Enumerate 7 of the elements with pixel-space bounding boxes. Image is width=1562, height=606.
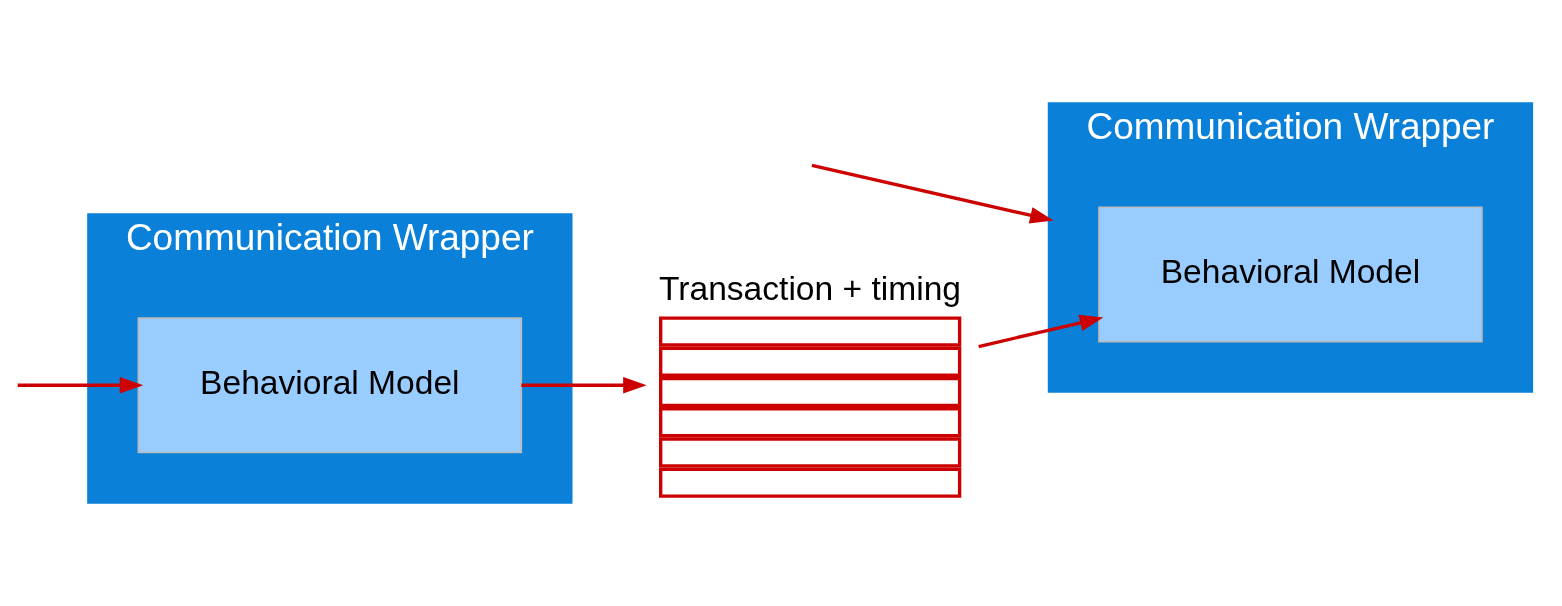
arrow: [978, 314, 1104, 349]
node-label: Transaction + timing: [659, 269, 962, 307]
arrow: [521, 377, 647, 394]
arrow: [17, 377, 144, 394]
arrow: [811, 163, 1054, 224]
node-box: Behavioral Model: [137, 317, 523, 454]
node-box: Behavioral Model: [1098, 206, 1483, 343]
